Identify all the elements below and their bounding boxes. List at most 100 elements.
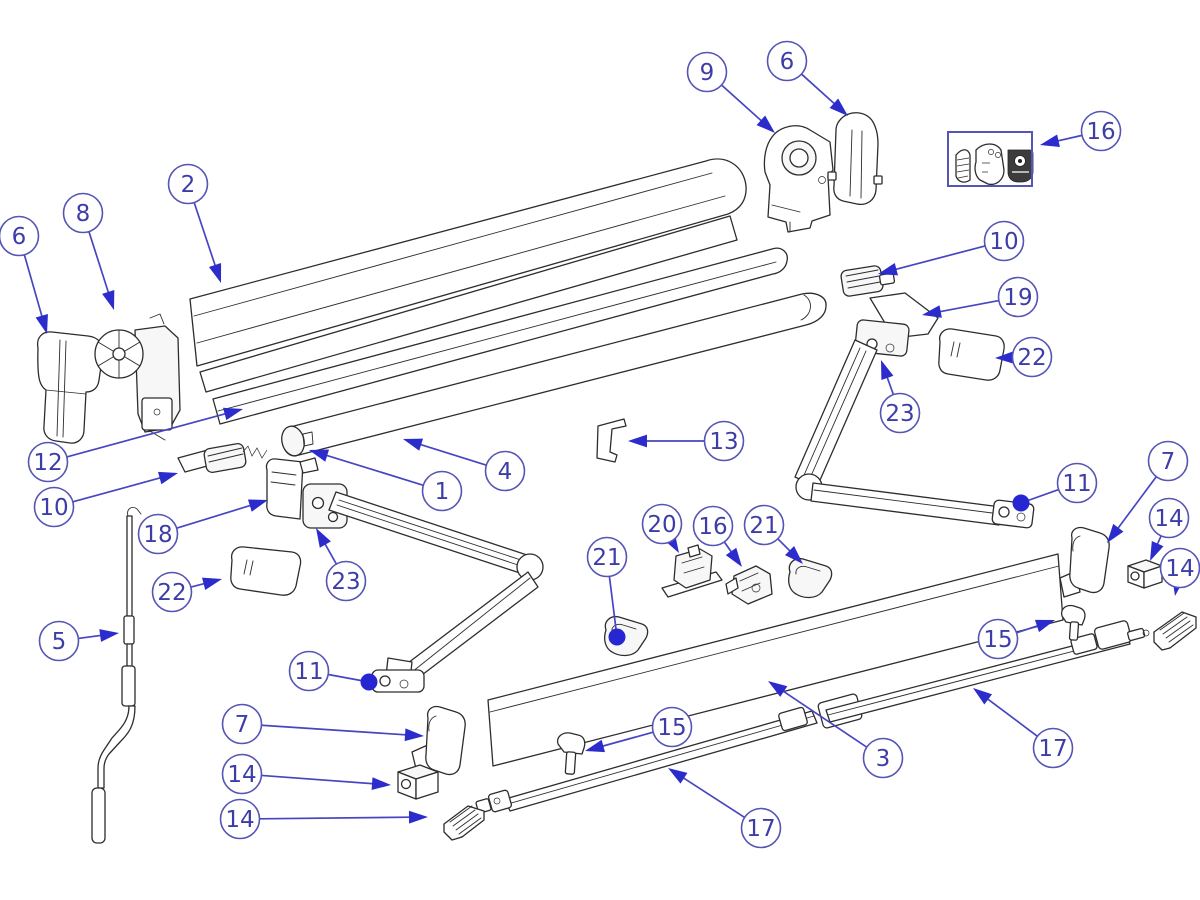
callout-circle [977,618,1019,660]
callout-number: 5 [52,629,67,655]
callout-circle [862,737,904,779]
part-motor-bracket [763,125,834,233]
leader-line [674,771,746,819]
callout-3: 3 [768,681,904,779]
arrowhead [922,305,942,318]
part-fabric-panel [487,553,1064,767]
callout-1: 1 [309,449,463,512]
arrowhead [403,438,424,451]
leader-line [259,816,421,820]
callout-number: 16 [698,514,727,540]
leader-line [88,231,113,303]
callout-15: 15 [977,618,1055,660]
callout-4: 4 [403,438,526,492]
parts-artwork [36,112,1197,844]
callout-20: 20 [641,503,683,553]
callout-14: 14 [1148,497,1190,561]
arrowhead [316,528,331,548]
callout-19: 19 [922,276,1039,318]
callout-number: 8 [76,201,91,227]
part-slider-block-right [1127,559,1163,589]
callout-number: 4 [498,459,513,485]
callout-number: 6 [780,49,795,75]
callout-number: 21 [592,545,621,571]
arrowhead [157,471,178,485]
arrowhead [208,262,222,283]
callout-circle [586,536,628,578]
dot-marker [1012,494,1030,512]
dot-marker [360,673,378,691]
callout-17: 17 [668,768,782,849]
callout-10: 10 [878,220,1025,276]
callout-circle [219,798,261,840]
dot-marker [608,628,626,646]
callout-6: 6 [0,215,48,334]
callout-circle [1056,462,1098,504]
callout-circle [740,807,782,849]
callout-13: 13 [628,420,745,462]
callout-circle [1011,336,1053,378]
arrowhead [102,289,115,310]
callout-12: 12 [27,407,243,483]
part-roller-tube [281,292,827,457]
leader-line [66,410,236,458]
leader-line [608,576,618,638]
part-knob-left [556,732,586,775]
arrowhead [202,577,222,590]
part-cassette-lid [189,158,747,367]
callout-number: 17 [746,816,775,842]
callout-circle [651,706,693,748]
part-fabric-clamp [596,418,627,463]
arrowhead [247,499,268,512]
arrowhead [99,629,119,642]
callout-number: 23 [885,401,914,427]
callout-circle [879,392,921,434]
part-cover-plate-left [230,546,302,596]
callout-circle [686,51,728,93]
callout-number: 13 [709,429,738,455]
part-channel-left [443,805,485,841]
callout-11: 11 [1012,462,1098,512]
callout-number: 20 [647,512,676,538]
callout-circle [1148,497,1190,539]
arrowhead [756,115,775,133]
callout-17: 17 [973,688,1074,769]
callout-number: 14 [1165,556,1194,582]
callout-number: 14 [227,762,256,788]
callout-circle [151,571,193,613]
callout-number: 10 [989,229,1018,255]
leader-line [1111,476,1158,538]
callout-15: 15 [585,706,693,753]
callout-circle [288,650,330,692]
callout-21: 21 [586,536,628,646]
callout-11: 11 [288,650,378,692]
callout-circle [167,163,209,205]
callout-circle [325,560,367,602]
part-mounting-bracket-left [265,457,319,520]
callout-22: 22 [995,336,1053,378]
arrowhead [1150,541,1164,561]
leader-line [885,245,986,273]
leader-line [410,440,487,466]
inset-kit-glyphs [955,143,1034,186]
arrowhead [1040,134,1060,147]
callout-circle [33,486,75,528]
leader-line [72,474,171,503]
callout-5: 5 [38,620,119,662]
leader-line [978,692,1038,737]
arrowhead [309,449,330,462]
arrowhead [371,777,391,790]
callout-circle [1147,440,1189,482]
callout-circle [641,503,683,545]
arrowhead [995,351,1015,364]
callout-circle [1032,727,1074,769]
part-slider-block-left [397,764,439,800]
callout-number: 21 [749,513,778,539]
arrowhead [668,768,688,784]
callout-16: 16 [692,505,742,567]
arrowhead [628,434,647,448]
callout-circle [27,441,69,483]
